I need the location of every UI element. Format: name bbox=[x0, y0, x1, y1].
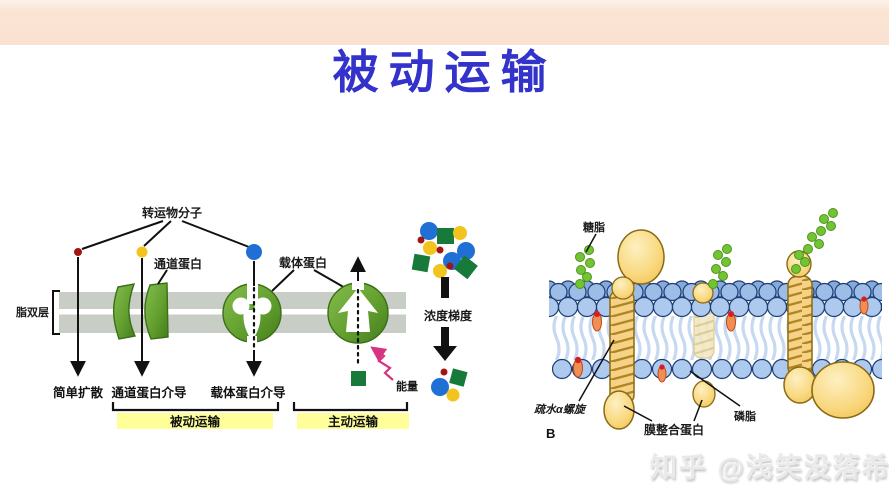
atp-green-square bbox=[351, 371, 366, 386]
carrier-protein-passive bbox=[222, 282, 282, 345]
energy-zigzag-arrow bbox=[370, 346, 394, 381]
membrane-transport-diagram: 脂双层 转运物分子 通道蛋白 载体蛋白 bbox=[15, 205, 478, 429]
sugar-chains bbox=[575, 208, 838, 289]
gradient-arrow-down bbox=[433, 327, 457, 361]
carrier-mediated-label: 载体蛋白介导 bbox=[210, 385, 286, 400]
protein-blob-bottom-left bbox=[603, 390, 635, 430]
gradient-arrow-stem bbox=[441, 277, 449, 298]
hydrophobic-helix-label: 疏水α螺旋 bbox=[534, 403, 587, 416]
energy-label: 能量 bbox=[396, 379, 418, 393]
channel-protein-pointer bbox=[157, 269, 168, 285]
sugar-chain-middle bbox=[708, 244, 732, 289]
protein-blob-top-large bbox=[617, 229, 665, 285]
watermark: 知乎 @浅笑没落希 bbox=[650, 453, 889, 483]
header-bar bbox=[0, 0, 889, 45]
channel-mediated-label: 通道蛋白介导 bbox=[111, 385, 187, 400]
protein-blob-bottom-middle bbox=[692, 380, 716, 408]
lipid-bilayer-label: 脂双层 bbox=[15, 305, 49, 319]
glycolipid-pointer bbox=[585, 233, 597, 253]
hydrophobic-helix-pointer bbox=[578, 339, 615, 402]
passive-bracket bbox=[111, 402, 280, 412]
sugar-chain-right bbox=[791, 208, 838, 274]
simple-diffusion-label: 简单扩散 bbox=[53, 385, 104, 400]
page-title: 被动运输 bbox=[332, 45, 557, 99]
cholesterol-molecules bbox=[573, 296, 869, 383]
active-transport-label: 主动运输 bbox=[328, 414, 379, 429]
active-bracket bbox=[292, 402, 409, 412]
carrier-protein-label: 载体蛋白 bbox=[279, 255, 327, 270]
concentration-gradient-label: 浓度梯度 bbox=[424, 308, 473, 323]
passive-transport-label: 被动运输 bbox=[170, 414, 221, 429]
transported-molecules-label: 转运物分子 bbox=[142, 205, 202, 220]
protein-blob-bottom-right-large bbox=[811, 361, 875, 419]
channel-protein-right-half bbox=[144, 282, 169, 340]
protein-blob-top-middle bbox=[692, 282, 714, 304]
molecule-yellow-dot bbox=[136, 246, 148, 258]
phospholipid-label: 磷脂 bbox=[734, 409, 756, 423]
helix1-neck bbox=[611, 276, 635, 300]
channel-protein-left-half bbox=[112, 283, 136, 340]
fan-lines bbox=[81, 220, 250, 250]
high-concentration-cluster bbox=[411, 222, 478, 280]
alpha-helix-1 bbox=[603, 229, 665, 430]
sugar-chain-left bbox=[575, 245, 595, 289]
panel-label: B bbox=[546, 426, 555, 441]
protein-blob-bottom-right-small bbox=[783, 366, 817, 404]
glycolipid-label: 糖脂 bbox=[583, 220, 605, 234]
low-concentration-cluster bbox=[431, 368, 468, 402]
lipid-bilayer-bracket bbox=[52, 290, 60, 335]
active-highlight bbox=[297, 413, 409, 429]
molecule-blue-dot bbox=[246, 244, 262, 260]
membrane-structure-diagram: 糖脂 疏水α螺旋 B 膜整合蛋白 磷脂 bbox=[534, 208, 882, 441]
channel-protein-label: 通道蛋白 bbox=[154, 256, 202, 271]
integral-protein-pointer-left bbox=[623, 405, 653, 422]
molecule-red-dot bbox=[74, 248, 82, 256]
carrier-protein-pointers bbox=[271, 269, 348, 292]
passive-highlight bbox=[117, 413, 273, 429]
integral-protein-pointer-right bbox=[693, 399, 703, 422]
phospholipid-pointer bbox=[689, 370, 741, 407]
integral-protein-label: 膜整合蛋白 bbox=[644, 422, 704, 437]
